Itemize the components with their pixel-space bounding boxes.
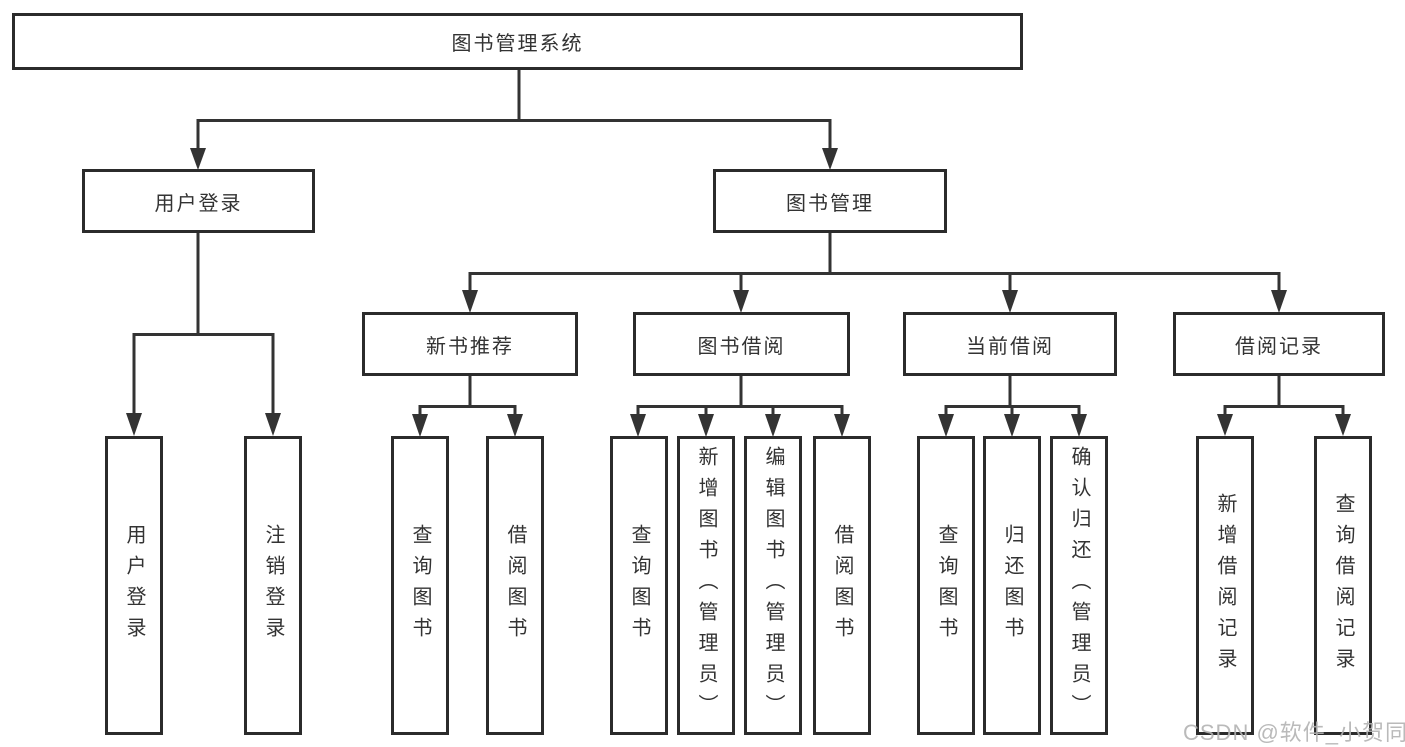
node-user-login: 用户登录 xyxy=(82,169,315,233)
node-book-borrow: 图书借阅 xyxy=(633,312,850,376)
arrowhead-current-leaf2 xyxy=(1004,414,1020,437)
arrowhead-newbooks-leaf1 xyxy=(412,414,428,437)
node-new-book-recommend: 新书推荐 xyxy=(362,312,578,376)
arrowhead-borrow-leaf2 xyxy=(698,414,714,437)
leaf-user-login-label: 用户登录 xyxy=(123,523,145,648)
leaf-query-borrow-record: 查询借阅记录 xyxy=(1314,436,1372,735)
leaf-logout: 注销登录 xyxy=(244,436,302,735)
leaf-add-books-admin: 新增图书（管理员） xyxy=(677,436,735,735)
leaf-query-books-3-label: 查询图书 xyxy=(935,523,957,648)
arrowhead-records-leaf2 xyxy=(1335,414,1351,436)
leaf-borrow-books-2-label: 借阅图书 xyxy=(831,523,853,648)
arrowhead-current-leaf3 xyxy=(1071,414,1087,437)
arrowhead-user-leaf2 xyxy=(265,413,281,436)
arrowhead-borrow-leaf4 xyxy=(834,414,850,437)
arrowhead-newbooks-leaf2 xyxy=(507,414,523,437)
arrowhead-book-mgmt xyxy=(822,148,838,170)
leaf-add-books-admin-label: 新增图书（管理员） xyxy=(695,446,717,725)
leaf-query-books-1-label: 查询图书 xyxy=(409,523,431,648)
node-borrow-records: 借阅记录 xyxy=(1173,312,1385,376)
leaf-query-books-2-label: 查询图书 xyxy=(628,523,650,648)
arrowhead-newbooks xyxy=(462,290,478,313)
leaf-return-books: 归还图书 xyxy=(983,436,1041,735)
node-root-system: 图书管理系统 xyxy=(12,13,1023,70)
leaf-confirm-return-admin-label: 确认归还（管理员） xyxy=(1068,446,1090,725)
node-book-management: 图书管理 xyxy=(713,169,947,233)
arrowhead-borrow-leaf3 xyxy=(765,414,781,437)
arrowhead-user-login xyxy=(190,148,206,170)
arrowhead-borrow xyxy=(733,290,749,313)
leaf-add-borrow-record-label: 新增借阅记录 xyxy=(1214,492,1236,679)
node-current-borrow: 当前借阅 xyxy=(903,312,1117,376)
arrowhead-borrow-leaf1 xyxy=(630,414,646,437)
leaf-edit-books-admin-label: 编辑图书（管理员） xyxy=(762,446,784,725)
leaf-query-books-1: 查询图书 xyxy=(391,436,449,735)
arrowhead-current xyxy=(1002,290,1018,313)
arrowhead-user-leaf1 xyxy=(126,413,142,436)
arrowhead-records-leaf1 xyxy=(1217,414,1233,436)
leaf-borrow-books-1: 借阅图书 xyxy=(486,436,544,735)
leaf-edit-books-admin: 编辑图书（管理员） xyxy=(744,436,802,735)
watermark: CSDN @软件_小贺同学 xyxy=(1183,720,1405,745)
leaf-user-login: 用户登录 xyxy=(105,436,163,735)
leaf-query-books-2: 查询图书 xyxy=(610,436,668,735)
leaf-query-books-3: 查询图书 xyxy=(917,436,975,735)
leaf-borrow-books-1-label: 借阅图书 xyxy=(504,523,526,648)
leaf-confirm-return-admin: 确认归还（管理员） xyxy=(1050,436,1108,735)
leaf-add-borrow-record: 新增借阅记录 xyxy=(1196,436,1254,735)
arrowhead-current-leaf1 xyxy=(938,414,954,437)
leaf-query-borrow-record-label: 查询借阅记录 xyxy=(1332,492,1354,679)
leaf-return-books-label: 归还图书 xyxy=(1001,523,1023,648)
leaf-borrow-books-2: 借阅图书 xyxy=(813,436,871,735)
leaf-logout-label: 注销登录 xyxy=(262,523,284,648)
arrowhead-records xyxy=(1271,290,1287,313)
